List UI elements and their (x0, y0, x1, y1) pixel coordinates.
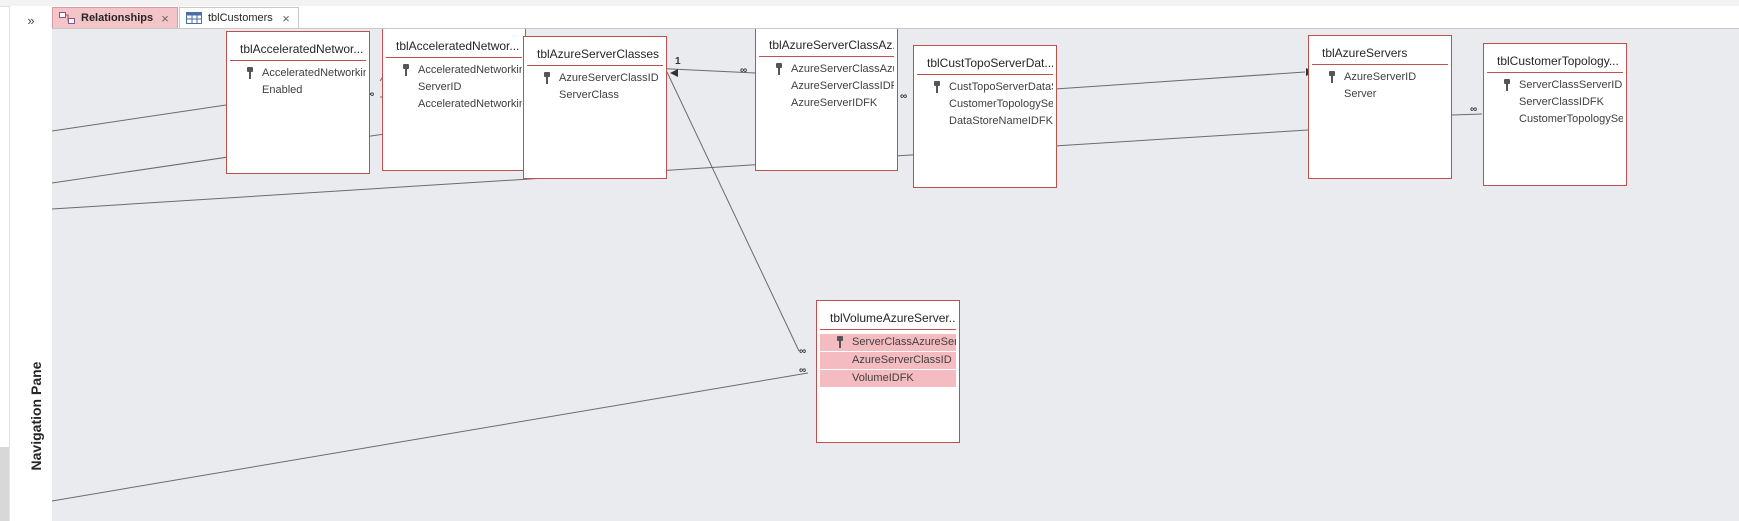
field-name: ServerID (418, 81, 462, 93)
table-field[interactable]: AzureServerClassID (820, 352, 956, 369)
key-icon (837, 336, 843, 348)
key-icon (1504, 79, 1510, 91)
navigation-pane[interactable]: » Navigation Pane (9, 6, 53, 521)
table-box[interactable]: tblAzureServers AzureServerID Server (1308, 35, 1452, 179)
field-name: ServerClassServerID (1519, 79, 1623, 91)
close-icon[interactable]: × (282, 10, 290, 26)
key-icon (544, 72, 550, 84)
relationship-many-mark: ∞ (900, 91, 908, 102)
field-name: Server (1344, 88, 1377, 100)
relationship-many-mark: ∞ (1470, 104, 1478, 115)
document-tabs: Relationships × tblCustomers × (52, 6, 1739, 29)
tab-tblcustomers[interactable]: tblCustomers × (179, 7, 299, 28)
table-field[interactable]: AcceleratedNetworking (386, 62, 522, 79)
field-name: CustomerTopologySer (949, 98, 1053, 110)
field-name: AzureServerIDFK (791, 97, 878, 109)
tab-label: tblCustomers (208, 12, 273, 24)
table-title[interactable]: tblCustTopoServerDat... (917, 52, 1053, 75)
table-box[interactable]: tblVolumeAzureServer... ServerClassAzure… (816, 300, 960, 443)
relationships-icon (59, 12, 75, 24)
table-field[interactable]: VolumeIDFK (820, 370, 956, 387)
close-icon[interactable]: × (161, 10, 169, 26)
table-field[interactable]: ServerClassIDFK (1487, 94, 1623, 111)
field-name: Enabled (262, 84, 303, 96)
relationship-line (52, 104, 227, 132)
field-name: ServerClassAzureServe (852, 336, 956, 348)
scroll-edge (0, 447, 9, 521)
field-name: AcceleratedNetworking (418, 64, 522, 76)
table-field[interactable]: CustomerTopologySer (917, 96, 1053, 113)
expand-nav-pane-button[interactable]: » (27, 13, 35, 28)
table-field[interactable]: AzureServerClassIDFK (759, 78, 894, 95)
field-name: ServerClassIDFK (1519, 96, 1604, 108)
table-box[interactable]: tblAzureServerClassAz... AzureServerClas… (755, 29, 898, 171)
relationships-canvas[interactable]: 1 ∞ 1 ∞ 1 ∞ ∞ ∞ ∞ tblAcceleratedNetwor..… (52, 29, 1739, 521)
table-field[interactable]: AcceleratedNetworking (386, 96, 522, 113)
table-box[interactable]: tblCustTopoServerDat... CustTopoServerDa… (913, 45, 1057, 188)
field-name: DataStoreNameIDFK (949, 115, 1053, 127)
tab-label: Relationships (81, 12, 154, 24)
table-title[interactable]: tblAzureServerClassAz... (759, 34, 894, 57)
table-field[interactable]: Enabled (230, 82, 366, 99)
table-field[interactable]: AcceleratedNetworking (230, 65, 366, 82)
key-icon (776, 63, 782, 75)
field-name: AzureServerClassID (852, 354, 952, 366)
relationship-one-mark: 1 (675, 56, 681, 67)
table-field[interactable]: AzureServerClassAzure (759, 61, 894, 78)
field-name: VolumeIDFK (852, 372, 914, 384)
key-icon (1329, 71, 1335, 83)
relationship-many-mark: ∞ (799, 365, 807, 376)
table-field[interactable]: Server (1312, 86, 1448, 103)
relationship-line (52, 372, 809, 502)
table-box[interactable]: tblCustomerTopology... ServerClassServer… (1483, 43, 1627, 186)
relationship-many-mark: ∞ (799, 346, 807, 357)
table-box[interactable]: tblAcceleratedNetwor... AcceleratedNetwo… (382, 29, 526, 171)
table-field[interactable]: ServerClassServerID (1487, 77, 1623, 94)
table-field[interactable]: AzureServerID (1312, 69, 1448, 86)
table-box[interactable]: tblAzureServerClasses AzureServerClassID… (523, 36, 667, 179)
table-title[interactable]: tblAzureServers (1312, 42, 1448, 65)
relationship-line (666, 71, 800, 352)
table-title[interactable]: tblAcceleratedNetwor... (386, 35, 522, 58)
field-name: AzureServerClassID (559, 72, 659, 84)
table-title[interactable]: tblVolumeAzureServer... (820, 307, 956, 330)
table-field[interactable]: ServerID (386, 79, 522, 96)
field-name: ServerClass (559, 89, 619, 101)
field-name: AzureServerID (1344, 71, 1417, 83)
tab-relationships[interactable]: Relationships × (52, 7, 178, 28)
field-name: AzureServerClassAzure (791, 63, 894, 75)
key-icon (934, 81, 940, 93)
field-name: CustomerTopologySer (1519, 113, 1623, 125)
table-field[interactable]: AzureServerIDFK (759, 95, 894, 112)
field-name: AzureServerClassIDFK (791, 80, 894, 92)
relationship-many-mark: ∞ (740, 65, 748, 76)
relationship-many-mark: ∞ (367, 89, 375, 100)
field-name: AcceleratedNetworking (418, 98, 522, 110)
relationship-line (1451, 113, 1483, 116)
table-title[interactable]: tblAcceleratedNetwor... (230, 38, 366, 61)
table-field[interactable]: ServerClass (527, 87, 663, 104)
key-icon (247, 67, 253, 79)
table-box[interactable]: tblAcceleratedNetwor... AcceleratedNetwo… (226, 31, 370, 174)
table-field[interactable]: DataStoreNameIDFK (917, 113, 1053, 130)
relationship-line (52, 127, 1341, 210)
key-icon (403, 64, 409, 76)
table-title[interactable]: tblCustomerTopology... (1487, 50, 1623, 73)
table-field[interactable]: CustomerTopologySer (1487, 111, 1623, 128)
relationship-line (1054, 71, 1306, 90)
arrowhead (670, 69, 678, 77)
table-field[interactable]: AzureServerClassID (527, 70, 663, 87)
table-title[interactable]: tblAzureServerClasses (527, 43, 663, 66)
navigation-pane-label[interactable]: Navigation Pane (28, 361, 44, 471)
field-name: CustTopoServerDataSt (949, 81, 1053, 93)
table-icon (186, 12, 202, 24)
field-name: AcceleratedNetworking (262, 67, 366, 79)
table-field[interactable]: ServerClassAzureServe (820, 334, 956, 351)
table-field[interactable]: CustTopoServerDataSt (917, 79, 1053, 96)
